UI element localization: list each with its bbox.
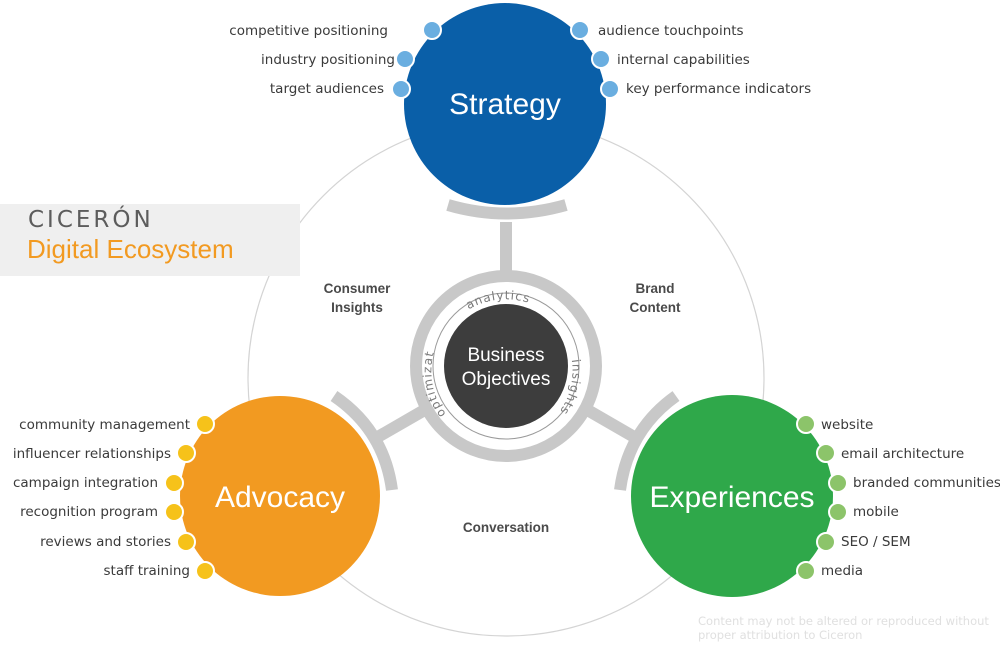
experiences-bullet-dot [828, 502, 848, 522]
strategy-bullet-dot [570, 20, 590, 40]
strategy-bullet-dot [591, 49, 611, 69]
advocacy-bullet-dot [195, 414, 215, 434]
advocacy-bullet-dot [164, 502, 184, 522]
strategy-bullet-dot [600, 79, 620, 99]
strategy-left-item: target audiences [269, 81, 384, 97]
hub-inner-ring [432, 292, 580, 440]
spoke-advocacy [373, 402, 431, 444]
experiences-bullet-dot [816, 443, 836, 463]
advocacy-item: influencer relationships [12, 446, 171, 462]
hub-circle [444, 304, 568, 428]
strategy-right-item: audience touchpoints [598, 23, 744, 39]
label-consumer-insights-1: Consumer [324, 281, 392, 296]
label-brand-content-1: Brand [635, 281, 674, 296]
brand-subtitle: Digital Ecosystem [27, 234, 234, 264]
strategy-left-item: industry positioning [261, 52, 395, 68]
advocacy-item: recognition program [20, 504, 158, 520]
experiences-item: website [821, 417, 874, 433]
experiences-item: mobile [853, 504, 899, 520]
brand-banner [0, 204, 300, 276]
advocacy-bullet-dot [176, 532, 196, 552]
cap-experiences [614, 391, 680, 491]
advocacy-bullet-dot [195, 561, 215, 581]
cap-strategy [446, 199, 568, 220]
advocacy-bullet-dot [164, 473, 184, 493]
node-advocacy [180, 396, 380, 596]
node-advocacy-label: Advocacy [215, 481, 345, 514]
node-strategy [404, 3, 606, 205]
advocacy-item: campaign integration [12, 475, 158, 491]
strategy-left-item: competitive positioning [229, 23, 388, 39]
experiences-item: SEO / SEM [841, 534, 911, 550]
hub-outer-ring [410, 270, 602, 462]
experiences-item: media [821, 563, 864, 579]
label-conversation: Conversation [463, 520, 549, 535]
node-experiences-label: Experiences [649, 481, 814, 514]
copyright-note: Content may not be altered or reproduced… [698, 614, 989, 642]
advocacy-item: staff training [103, 563, 191, 579]
experiences-bullet-dot [796, 561, 816, 581]
cap-advocacy [330, 391, 398, 491]
strategy-bullet-dot [422, 20, 442, 40]
strategy-right-item: key performance indicators [626, 81, 812, 97]
label-brand-content-2: Content [630, 300, 681, 315]
advocacy-bullet-dot [176, 443, 196, 463]
label-consumer-insights-2: Insights [331, 300, 383, 315]
advocacy-item: reviews and stories [40, 534, 171, 550]
experiences-item: branded communities [853, 475, 1000, 491]
hub-line-1: Business [467, 345, 544, 366]
brand-name: CICERÓN [28, 207, 154, 233]
strategy-bullet-dot [395, 49, 415, 69]
strategy-right-item: internal capabilities [617, 52, 750, 68]
node-strategy-label: Strategy [449, 88, 561, 121]
strategy-bullet-dot [391, 79, 411, 99]
experiences-item: email architecture [841, 446, 965, 462]
spoke-experiences [581, 402, 639, 444]
advocacy-item: community management [19, 417, 190, 433]
node-experiences [631, 395, 833, 597]
experiences-bullet-dot [796, 414, 816, 434]
experiences-bullet-dot [828, 473, 848, 493]
hub-line-2: Objectives [462, 369, 551, 390]
experiences-bullet-dot [816, 532, 836, 552]
